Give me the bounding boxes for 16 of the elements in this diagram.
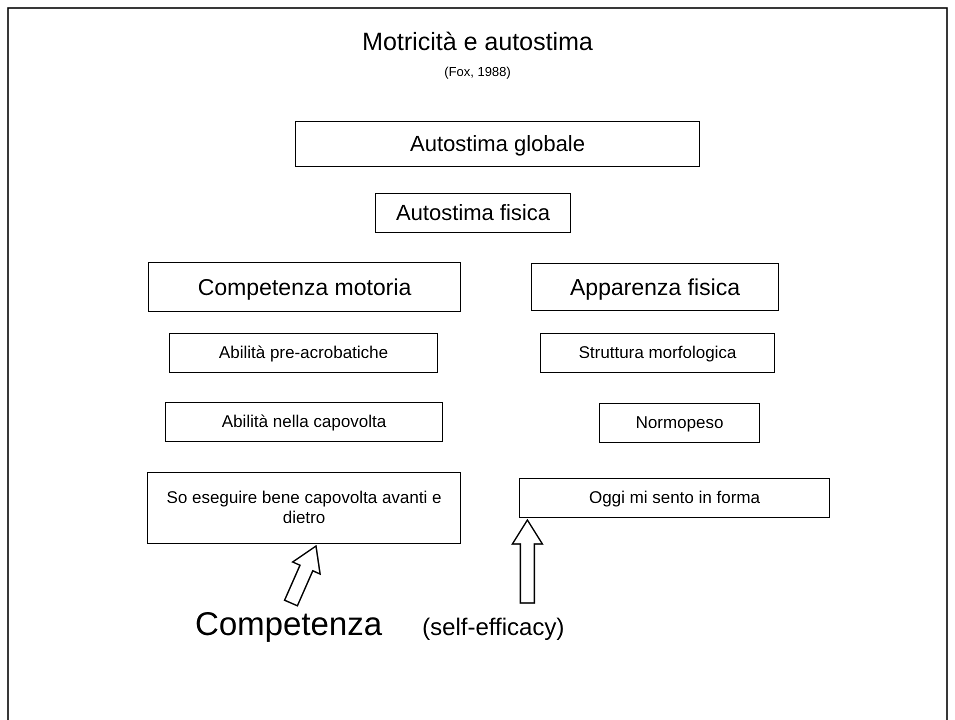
text-box: Struttura morfologica <box>540 333 775 373</box>
heading-text: Competenza <box>195 605 382 643</box>
text-box: Apparenza fisica <box>531 263 779 311</box>
text-box: Abilità pre-acrobatiche <box>169 333 438 373</box>
text-box: Competenza motoria <box>148 262 461 312</box>
block-arrow <box>284 544 322 607</box>
note-text: (self-efficacy) <box>422 614 564 642</box>
title: Motricità e autostima <box>361 28 594 57</box>
text-box: Abilità nella capovolta <box>165 402 443 442</box>
text-box: Normopeso <box>599 403 760 443</box>
block-arrow <box>511 518 544 604</box>
text-box: Autostima fisica <box>375 193 571 233</box>
text-box: Oggi mi sento in forma <box>519 478 830 518</box>
citation: (Fox, 1988) <box>443 64 512 79</box>
text-box: So eseguire bene capovolta avanti e dietro <box>147 472 461 544</box>
text-box: Autostima globale <box>295 121 700 167</box>
